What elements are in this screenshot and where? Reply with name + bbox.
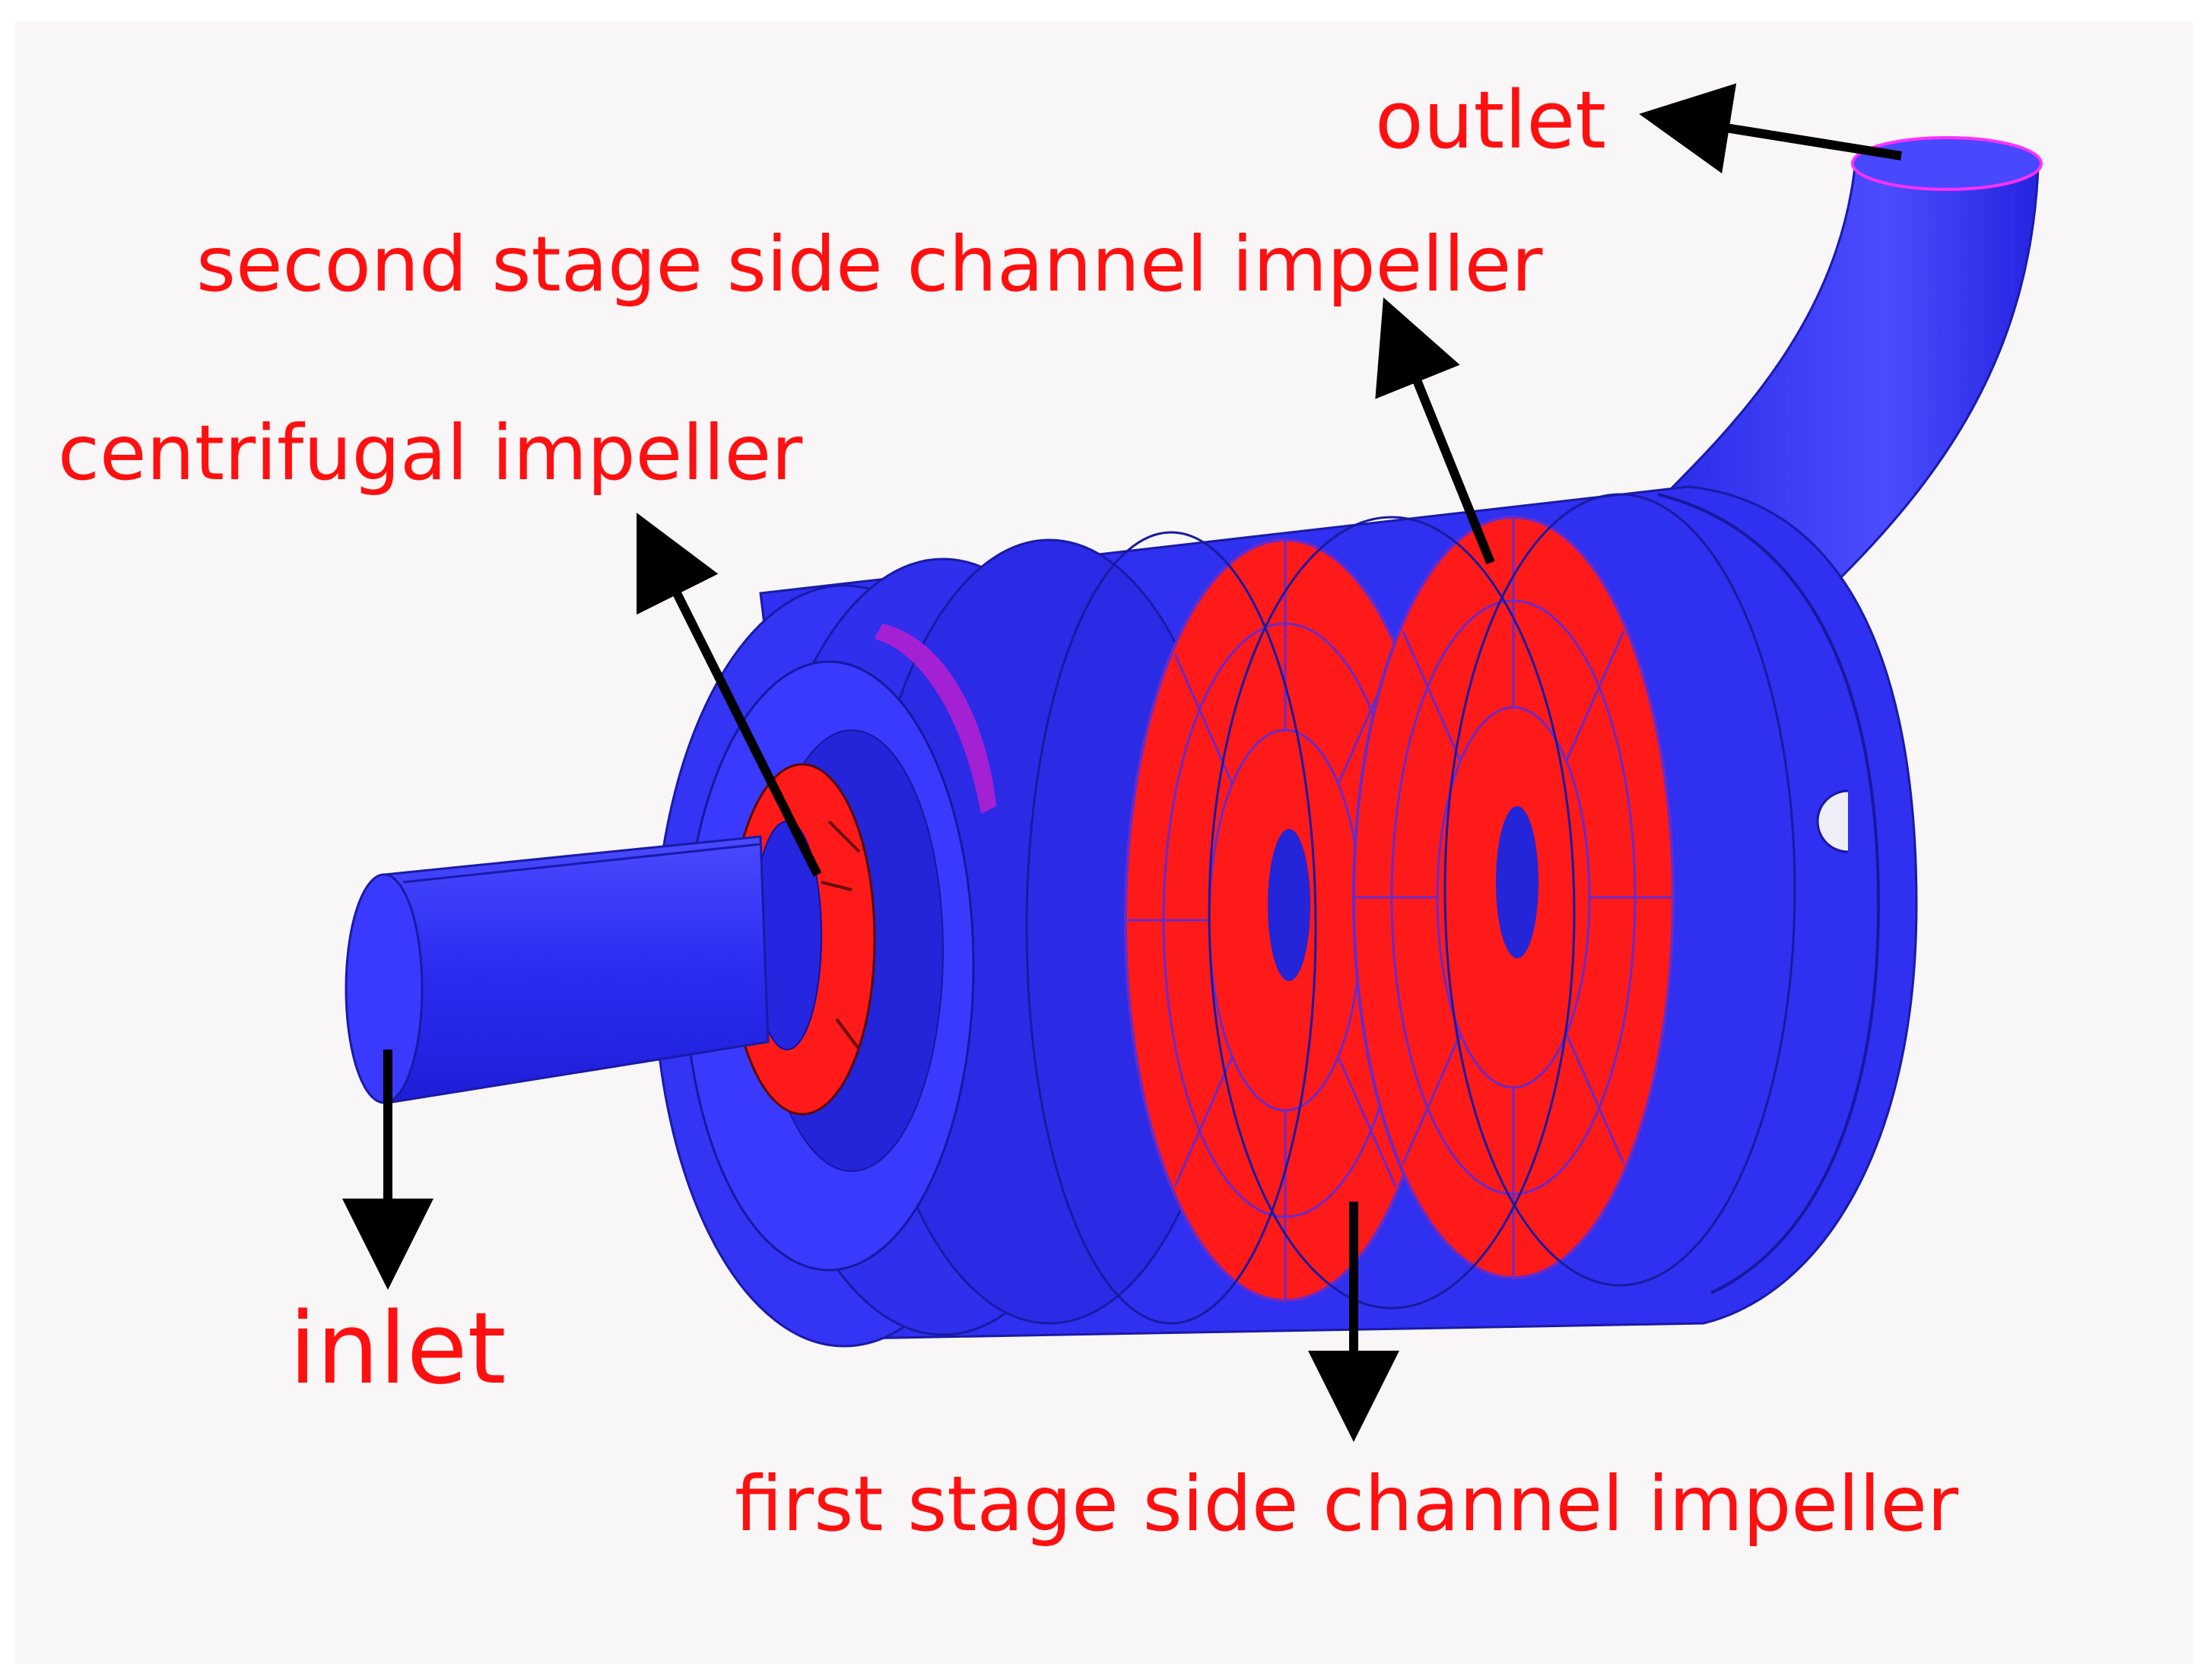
inlet-label: inlet	[289, 1291, 506, 1406]
housing-rings	[1025, 493, 1796, 1325]
second-stage-arrow	[1375, 297, 1495, 565]
outlet-pipe	[1656, 136, 2043, 580]
outlet-label: outlet	[1375, 74, 1606, 167]
second-stage-impeller	[1352, 516, 1675, 1279]
first-stage-impeller	[1124, 538, 1446, 1302]
centrifugal-impeller-label: centrifugal impeller	[58, 408, 803, 497]
inlet-housing	[653, 538, 1237, 1348]
centrifugal-arrow	[637, 513, 822, 877]
second-stage-label: second stage side channel impeller	[196, 220, 1543, 309]
outlet-arrow	[1639, 83, 1902, 174]
annotation-arrows	[342, 83, 1902, 1442]
first-stage-label: first stage side channel impeller	[735, 1459, 1959, 1548]
inlet-pipe	[345, 835, 770, 1104]
